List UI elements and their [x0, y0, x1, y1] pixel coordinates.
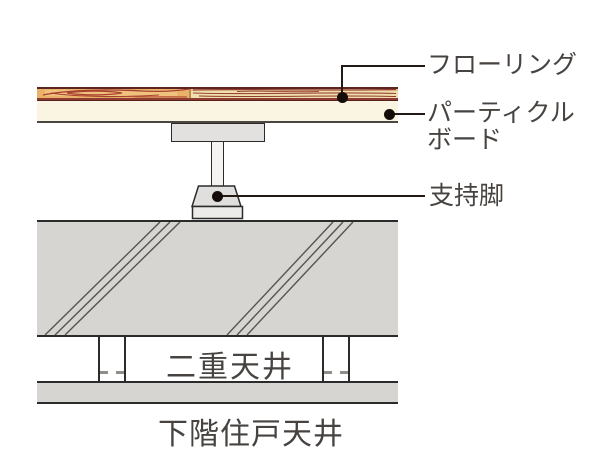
ceiling-hanger-bolt: [124, 337, 126, 381]
label-support-leg-text: 支持脚: [429, 183, 505, 210]
ceiling-hanger-foot: [340, 371, 348, 374]
label-double-ceiling-text: 二重天井: [166, 351, 294, 384]
label-support-leg: 支持脚: [429, 183, 504, 210]
label-flooring-text: フローリング: [427, 52, 578, 79]
support-leg-top-plate: [171, 123, 265, 142]
ceiling-hanger-bolt: [348, 337, 350, 381]
label-particle-board-line1: パーティクル: [427, 100, 575, 127]
label-flooring: フローリング: [427, 52, 577, 79]
slab-hatch-lines: [44, 222, 354, 335]
ceiling-hanger-bolt: [322, 337, 324, 381]
leader-line-support-leg: [217, 195, 425, 197]
label-lower-unit-ceiling: 下階住戸天井: [128, 409, 374, 449]
label-double-ceiling: 二重天井: [159, 342, 301, 386]
ceiling-hanger-foot: [100, 371, 108, 374]
label-particle-board-line2: ボード: [427, 127, 503, 154]
lower-ceiling-panel: [37, 381, 398, 404]
callout-dot-particle-board: [384, 109, 395, 120]
particle-board-layer: [37, 101, 398, 123]
ceiling-hanger-bolt: [98, 337, 100, 381]
label-lower-unit-ceiling-text: 下階住戸天井: [158, 418, 344, 449]
label-particle-board: パーティクル ボード: [427, 100, 575, 154]
callout-dot-flooring: [337, 92, 348, 103]
support-leg-bolt: [211, 141, 224, 187]
ceiling-hanger-foot: [116, 371, 124, 374]
concrete-slab: [37, 220, 398, 337]
leader-line-flooring-horizontal: [341, 65, 425, 67]
callout-dot-support-leg: [212, 191, 223, 202]
leader-line-flooring-vertical: [341, 65, 343, 98]
leader-line-particle-board: [389, 113, 425, 115]
ceiling-hanger-foot: [324, 371, 332, 374]
